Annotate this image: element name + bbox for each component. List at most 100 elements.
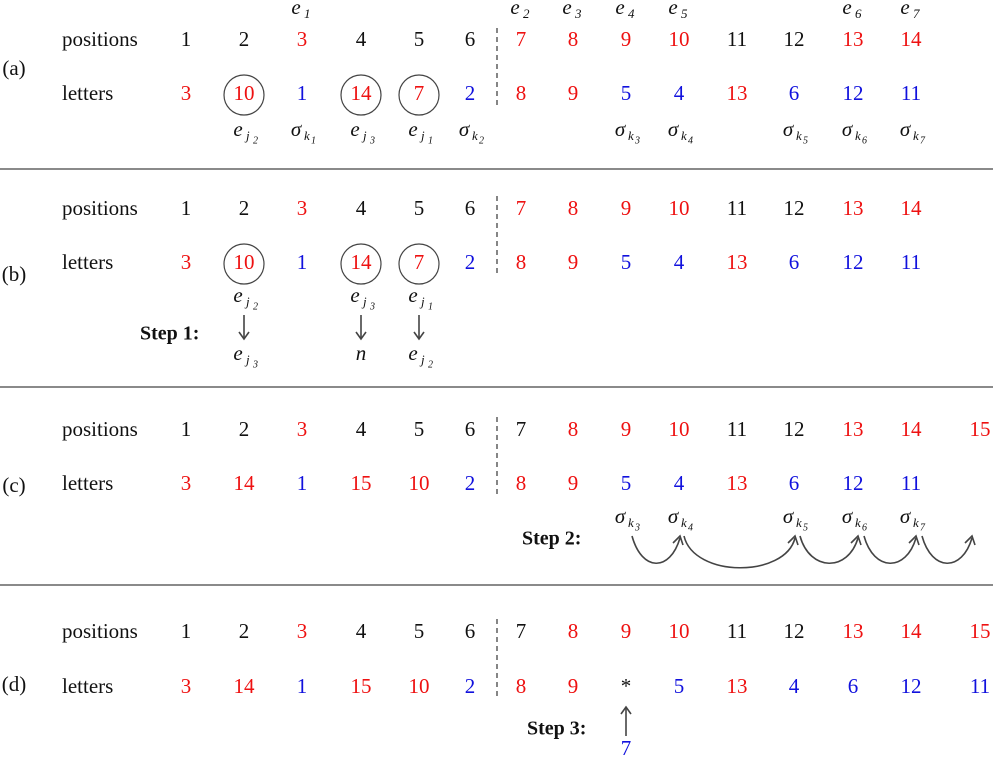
letter-cell: 1: [297, 81, 308, 105]
letter-cell: 11: [901, 250, 921, 274]
position-cell: 4: [356, 619, 367, 643]
letter-cell: 12: [843, 250, 864, 274]
position-cell: 2: [239, 196, 250, 220]
panel-label: (b): [2, 262, 27, 286]
position-cell: 13: [843, 417, 864, 441]
letter-cell: 10: [234, 250, 255, 274]
letter-cell: 7: [414, 250, 425, 274]
letters-row-label: letters: [62, 250, 113, 274]
position-cell: 3: [297, 196, 308, 220]
bottom-label-base: σ: [459, 117, 471, 141]
positions-row-label: positions: [62, 196, 138, 220]
position-cell: 7: [516, 27, 527, 51]
step-label: Step 3:: [527, 718, 586, 740]
down-arrow-head: [355, 331, 367, 341]
letter-cell: 9: [568, 471, 579, 495]
top-label-sub: 7: [913, 6, 920, 21]
position-cell: 12: [784, 619, 805, 643]
step3-value: 7: [621, 736, 632, 760]
position-cell: 7: [516, 196, 527, 220]
step1-target-base: e: [233, 341, 242, 365]
bottom-label-subsub: 1: [428, 135, 433, 146]
letter-cell: 3: [181, 471, 192, 495]
circle-marker: [398, 74, 440, 116]
position-cell: 3: [297, 27, 308, 51]
circle-marker: [398, 243, 440, 285]
letter-cell: *: [621, 674, 632, 698]
bottom-label-subsub: 5: [803, 135, 808, 146]
top-label-base: e: [562, 0, 571, 19]
circle-marker: [340, 243, 382, 285]
panel-label: (a): [2, 56, 25, 80]
sigma-label-sub: k: [628, 515, 634, 530]
position-cell: 11: [727, 27, 747, 51]
sigma-label-subsub: 3: [634, 522, 640, 533]
letter-cell: 10: [409, 471, 430, 495]
position-cell: 8: [568, 417, 579, 441]
top-label-sub: 1: [304, 6, 311, 21]
top-label-sub: 6: [855, 6, 862, 21]
position-cell: 8: [568, 619, 579, 643]
letter-cell: 10: [409, 674, 430, 698]
position-cell: 5: [414, 27, 425, 51]
position-cell: 7: [516, 619, 527, 643]
letter-cell: 4: [674, 81, 685, 105]
step1-target-base: e: [408, 341, 417, 365]
curved-arrow-head: [850, 534, 862, 546]
position-cell: 3: [297, 619, 308, 643]
letter-cell: 5: [621, 81, 632, 105]
letter-cell: 15: [351, 674, 372, 698]
letter-cell: 9: [568, 81, 579, 105]
letter-cell: 7: [414, 81, 425, 105]
curved-arrow: [863, 535, 917, 564]
letter-cell: 5: [621, 471, 632, 495]
sigma-label-base: σ: [900, 504, 912, 528]
letter-cell: 13: [727, 81, 748, 105]
curved-arrow-head: [787, 534, 799, 546]
letter-cell: 12: [843, 81, 864, 105]
letter-cell: 12: [843, 471, 864, 495]
position-cell: 1: [181, 196, 192, 220]
bottom-label-base: e: [408, 117, 417, 141]
top-label-base: e: [668, 0, 677, 19]
positions-row-label: positions: [62, 27, 138, 51]
bottom-label-sub: k: [855, 128, 861, 143]
position-cell: 11: [727, 619, 747, 643]
letter-cell: 5: [674, 674, 685, 698]
bottom-label-base: σ: [668, 117, 680, 141]
bottom-label-sub: j: [361, 294, 367, 309]
position-cell: 8: [568, 196, 579, 220]
letter-cell: 14: [234, 674, 256, 698]
sigma-label-subsub: 5: [803, 522, 808, 533]
position-cell: 14: [901, 196, 923, 220]
bottom-label-sub: k: [681, 128, 687, 143]
bottom-label-sub: k: [628, 128, 634, 143]
curved-arrow: [683, 535, 796, 569]
letter-cell: 8: [516, 250, 527, 274]
step1-target-base: n: [356, 341, 367, 365]
top-label-sub: 3: [574, 6, 582, 21]
step1-target-subsub: 2: [428, 359, 433, 370]
curved-arrow: [631, 535, 681, 564]
top-label-base: e: [510, 0, 519, 19]
letter-cell: 10: [234, 81, 255, 105]
bottom-label-base: σ: [615, 117, 627, 141]
position-cell: 13: [843, 619, 864, 643]
position-cell: 10: [669, 196, 690, 220]
panel-label: (c): [2, 473, 25, 497]
letters-row-label: letters: [62, 81, 113, 105]
curved-arrow: [799, 535, 859, 564]
curved-arrow: [921, 535, 973, 564]
letter-cell: 11: [901, 471, 921, 495]
